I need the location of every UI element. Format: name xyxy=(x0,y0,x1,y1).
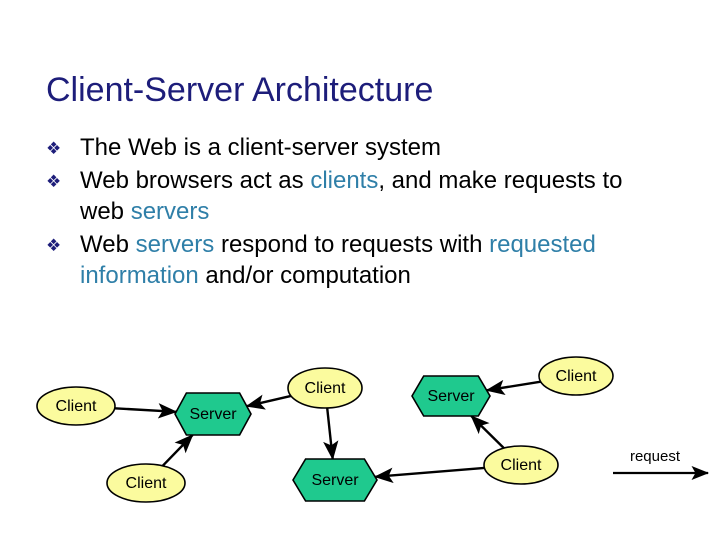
diagram-node-client[interactable]: Client xyxy=(287,367,363,409)
bullet-highlight: servers xyxy=(130,198,210,225)
client-ellipse-shape xyxy=(106,463,186,503)
server-hexagon-shape xyxy=(411,375,491,417)
client-ellipse-shape xyxy=(36,386,116,426)
bullet-text: Web servers respond to requests with req… xyxy=(80,231,596,289)
node-label: Client xyxy=(56,398,97,415)
diagram-edge-request xyxy=(114,403,178,419)
diagram-node-server[interactable]: Server xyxy=(292,458,378,502)
diagram-node-client[interactable]: Client xyxy=(483,445,559,485)
bullet-plain: , and make requests to web xyxy=(80,167,623,225)
node-label: Client xyxy=(126,475,167,492)
bullet-highlight: servers xyxy=(135,231,215,258)
bullet-item: ❖ Web servers respond to requests with re… xyxy=(42,229,662,291)
legend-label: request xyxy=(630,448,681,465)
bullet-plain: Web browsers act as xyxy=(80,167,311,194)
client-ellipse-shape xyxy=(287,367,363,409)
client-ellipse-shape xyxy=(483,445,559,485)
bullet-plain: The Web is a client-server system xyxy=(80,134,441,161)
bullet-item: ❖ Web browsers act as clients, and make r… xyxy=(42,165,662,227)
diagram-legend: request xyxy=(613,448,710,481)
diagram-edges xyxy=(114,379,541,483)
bullet-diamond-icon: ❖ xyxy=(46,172,62,191)
diagram-node-client[interactable]: Client xyxy=(538,356,614,396)
bullet-diamond-icon: ❖ xyxy=(46,236,62,255)
diagram-node-client[interactable]: Client xyxy=(36,386,116,426)
node-label: Server xyxy=(311,472,359,489)
bullet-highlight: requested information xyxy=(80,231,596,289)
page-title: Client-Server Architecture xyxy=(46,70,434,109)
bullet-plain: respond to requests with xyxy=(214,231,490,258)
bullet-plain: Web xyxy=(80,231,136,258)
bullet-diamond-icon: ❖ xyxy=(46,139,62,158)
bullet-item: ❖ The Web is a client-server system xyxy=(42,132,662,163)
bullet-highlight: clients xyxy=(310,167,379,194)
server-hexagon-shape xyxy=(174,392,252,436)
bullet-list: ❖ The Web is a client-server system ❖ Web b… xyxy=(42,132,662,293)
server-hexagon-shape xyxy=(292,458,378,502)
client-ellipse-shape xyxy=(538,356,614,396)
diagram-edge-request xyxy=(245,394,292,410)
diagram-edge-request xyxy=(323,407,339,461)
node-label: Server xyxy=(427,388,475,405)
bullet-text: Web browsers act as clients, and make re… xyxy=(80,167,622,225)
diagram-edge-request xyxy=(470,415,505,449)
diagram-node-server[interactable]: Server xyxy=(174,392,252,436)
node-label: Client xyxy=(556,368,597,385)
diagram-node-client[interactable]: Client xyxy=(106,463,186,503)
bullet-text: The Web is a client-server system xyxy=(80,134,441,161)
node-label: Server xyxy=(189,406,237,423)
node-label: Client xyxy=(305,380,346,397)
diagram-edge-request xyxy=(485,379,541,396)
diagram-node-server[interactable]: Server xyxy=(411,375,491,417)
bullet-plain: and/or computation xyxy=(198,262,411,289)
diagram-edge-request xyxy=(373,466,485,483)
node-label: Client xyxy=(501,457,542,474)
diagram-edge-request xyxy=(161,434,194,467)
